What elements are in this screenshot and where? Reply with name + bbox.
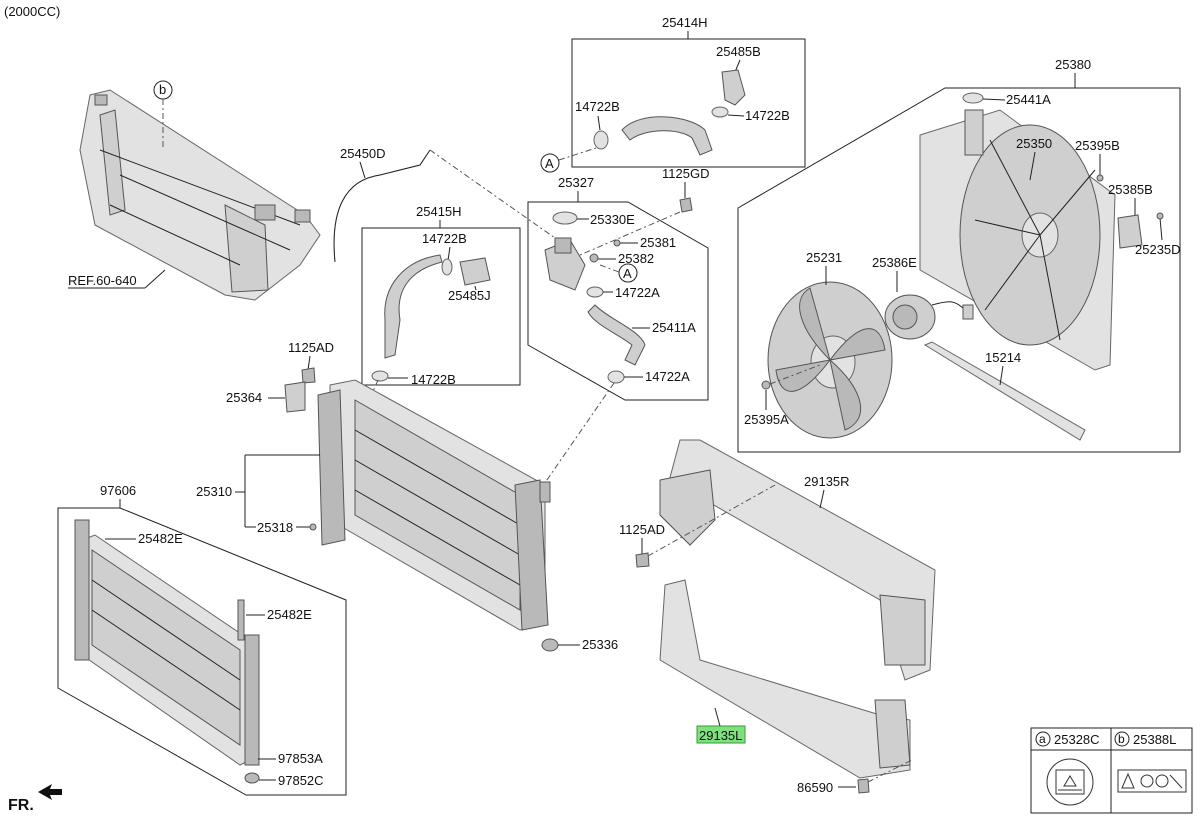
marker-b-text: b — [159, 82, 166, 97]
callout-1125AD-mid: 1125AD — [619, 522, 665, 537]
fan-resistor-25385B — [1117, 214, 1143, 249]
bolt-1125GD — [679, 197, 693, 213]
air-guard-29135L — [659, 579, 911, 779]
marker-A-mid-text: A — [623, 266, 632, 281]
legend-code-a: 25328C — [1054, 732, 1100, 747]
group-box-25380 — [737, 87, 1181, 453]
legend-table: a 25328C b 25388L — [1030, 727, 1193, 814]
hose-25414H — [593, 69, 746, 156]
fan-shroud-25350 — [919, 109, 1116, 371]
callout-25364: 25364 — [226, 390, 262, 405]
callout-29135L-highlight — [696, 725, 746, 744]
air-guard-29135R — [659, 439, 936, 681]
clip-86590 — [857, 778, 870, 794]
condenser-97606 — [74, 519, 260, 766]
radiator-25310 — [317, 379, 551, 631]
callout-14722B-top: 14722B — [575, 99, 620, 114]
screw-25395A — [761, 380, 771, 390]
callout-25485B: 25485B — [716, 44, 761, 59]
callout-25235D: 25235D — [1135, 242, 1181, 257]
callout-25482E-mid: 25482E — [267, 607, 312, 622]
callout-14722B-hose: 14722B — [422, 231, 467, 246]
callout-25450D: 25450D — [340, 146, 386, 161]
filler-neck-25327 — [544, 237, 586, 291]
callout-25382: 25382 — [618, 251, 654, 266]
callout-14722A-low: 14722A — [645, 369, 690, 384]
bolt-1125AD-mid — [635, 552, 650, 568]
front-label: FR. — [8, 797, 34, 814]
callout-15214: 15214 — [985, 350, 1021, 365]
radiator-support-frame — [79, 89, 321, 301]
legend-marker-b-text: b — [1118, 732, 1125, 746]
callout-25231: 25231 — [806, 250, 842, 265]
bracket-25364 — [284, 381, 306, 413]
callout-25414H: 25414H — [662, 15, 708, 30]
marker-A-mid-circle — [618, 263, 638, 283]
group-box-25415H — [361, 227, 521, 386]
legend-marker-a — [1035, 731, 1051, 747]
callout-97853A: 97853A — [278, 751, 323, 766]
callout-1125GD: 1125GD — [662, 166, 709, 181]
callout-86590: 86590 — [797, 780, 833, 795]
callout-25482E-top: 25482E — [138, 531, 183, 546]
callout-25350: 25350 — [1016, 136, 1052, 151]
marker-A-top-circle — [540, 153, 560, 173]
callout-25415H: 25415H — [416, 204, 462, 219]
callout-97852C: 97852C — [278, 773, 324, 788]
warning-label-b-icon — [1117, 769, 1187, 793]
callout-25485J: 25485J — [448, 288, 491, 303]
engine-variant-label: (2000CC) — [4, 4, 60, 19]
warning-label-a-icon — [1046, 758, 1094, 806]
hose-25415H — [384, 254, 491, 359]
callout-25395A: 25395A — [744, 412, 789, 427]
fan-motor-25386E — [884, 294, 974, 340]
front-arrow-icon — [38, 784, 62, 800]
callout-25310: 25310 — [196, 484, 232, 499]
callout-25380: 25380 — [1055, 57, 1091, 72]
callout-25327: 25327 — [558, 175, 594, 190]
callout-97606: 97606 — [100, 483, 136, 498]
legend-marker-a-text: a — [1039, 732, 1046, 746]
callout-25336: 25336 — [582, 637, 618, 652]
legend-code-b: 25388L — [1133, 732, 1176, 747]
callout-25381: 25381 — [640, 235, 676, 250]
callout-ref-60-640: REF.60-640 — [68, 273, 137, 288]
legend-marker-b — [1114, 731, 1130, 747]
callout-25386E: 25386E — [872, 255, 917, 270]
callout-1125AD-top: 1125AD — [288, 340, 334, 355]
mount-insulator-25336 — [541, 638, 559, 652]
callout-14722A-mid: 14722A — [615, 285, 660, 300]
callout-25411A: 25411A — [652, 320, 696, 335]
callout-25395B: 25395B — [1075, 138, 1120, 153]
callout-25385B: 25385B — [1108, 182, 1153, 197]
hose-25411A — [587, 304, 646, 366]
cap-25330E — [552, 211, 578, 225]
callout-14722B-hose-low: 14722B — [411, 372, 456, 387]
callout-29135R: 29135R — [804, 474, 850, 489]
reservoir-cap-25441A — [962, 92, 984, 104]
callout-29135L: 29135L — [699, 728, 742, 743]
seal-15214 — [923, 341, 1086, 441]
hose-25450D — [333, 149, 431, 263]
marker-A-top-text: A — [545, 156, 554, 171]
callout-14722B-right: 14722B — [745, 108, 790, 123]
callout-25441A: 25441A — [1006, 92, 1051, 107]
callout-25318: 25318 — [257, 520, 293, 535]
group-box-25327 — [527, 201, 709, 401]
insulator-97852C — [244, 772, 260, 784]
fan-blade-25231 — [767, 281, 893, 439]
callout-25330E: 25330E — [590, 212, 635, 227]
bolt-1125AD-top — [301, 367, 316, 384]
